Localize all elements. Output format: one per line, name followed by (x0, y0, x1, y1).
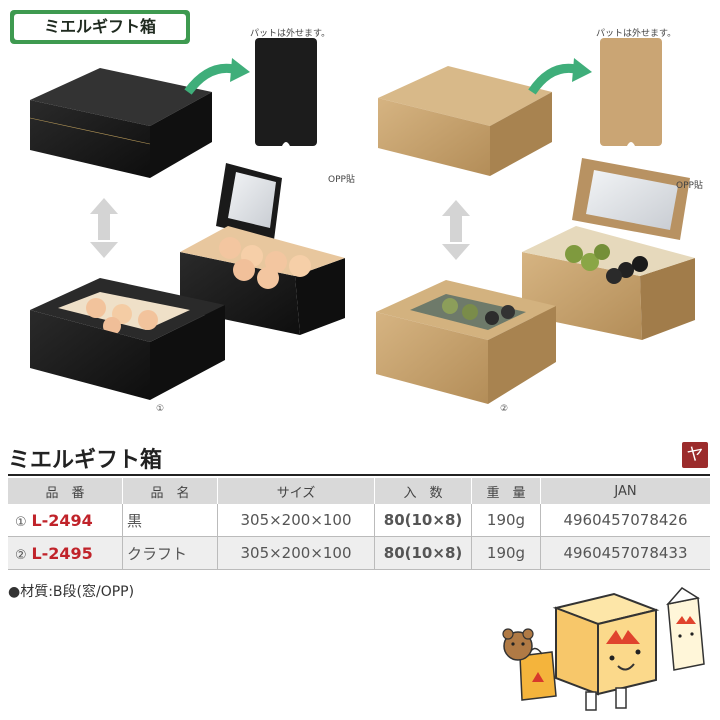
black-closed-box (29, 68, 212, 178)
cell-name: 黒 (122, 504, 218, 537)
header-tag: ミエルギフト箱 (10, 10, 190, 44)
black-window-box (30, 278, 225, 400)
material-note: ●材質:B段(窓/OPP) (8, 584, 135, 600)
cell-size: 305×200×100 (217, 536, 375, 570)
cell-size: 305×200×100 (217, 504, 375, 537)
cell-code: ② L-2495 (8, 536, 123, 570)
cell-weight: 190g (471, 504, 541, 537)
table-row: ① L-2494 黒 305×200×100 80(10×8) 190g 496… (8, 504, 710, 537)
photo-number-2: ② (500, 404, 509, 414)
photo-number-1: ① (156, 404, 165, 414)
updown-arrow-right (442, 200, 470, 260)
spec-table: 品 番 品 名 サイズ 入 数 重 量 JAN ① L-2494 黒 305×2… (8, 478, 710, 570)
cell-jan: 4960457078433 (540, 536, 710, 570)
cell-qty: 80(10×8) (374, 536, 472, 570)
updown-arrow-left (90, 198, 118, 258)
opp-label-kraft: OPP貼 (676, 181, 703, 191)
cell-code: ① L-2494 (8, 504, 123, 537)
header-tag-label: ミエルギフト箱 (14, 14, 186, 40)
cell-weight: 190g (471, 536, 541, 570)
kraft-closed-box (378, 66, 552, 176)
product-code: L-2494 (31, 510, 93, 530)
product-photo (29, 38, 695, 404)
product-code: L-2495 (31, 543, 93, 563)
black-tray (255, 38, 317, 146)
cell-name: クラフト (122, 536, 218, 570)
header-code: 品 番 (8, 478, 123, 504)
table-row: ② L-2495 クラフト 305×200×100 80(10×8) 190g … (8, 536, 710, 570)
kraft-tray (600, 38, 662, 146)
kraft-window-box (376, 280, 556, 404)
tray-note-black: パットは外せます。 (250, 29, 331, 39)
section-title: ミエルギフト箱 (8, 448, 163, 473)
box-character (552, 592, 660, 711)
row-number: ① (15, 514, 27, 530)
header-qty: 入 数 (374, 478, 472, 504)
table-header-row: 品 番 品 名 サイズ 入 数 重 量 JAN (8, 478, 710, 504)
kraft-open-box (522, 158, 695, 340)
bear-icon (502, 628, 534, 661)
cell-qty: 80(10×8) (374, 504, 472, 537)
title-rule (8, 474, 710, 476)
corner-badge: ヤ (682, 442, 708, 468)
cell-jan: 4960457078426 (540, 504, 710, 537)
header-jan: JAN (540, 478, 710, 504)
bag-icon (519, 647, 557, 701)
opp-label-black: OPP貼 (328, 175, 355, 185)
mascot-illustration (502, 587, 705, 711)
carton-icon (665, 587, 705, 671)
tray-note-kraft: パットは外せます。 (596, 29, 677, 39)
row-number: ② (15, 547, 27, 563)
header-name: 品 名 (122, 478, 218, 504)
header-size: サイズ (217, 478, 375, 504)
header-weight: 重 量 (471, 478, 541, 504)
black-open-box (180, 163, 345, 335)
